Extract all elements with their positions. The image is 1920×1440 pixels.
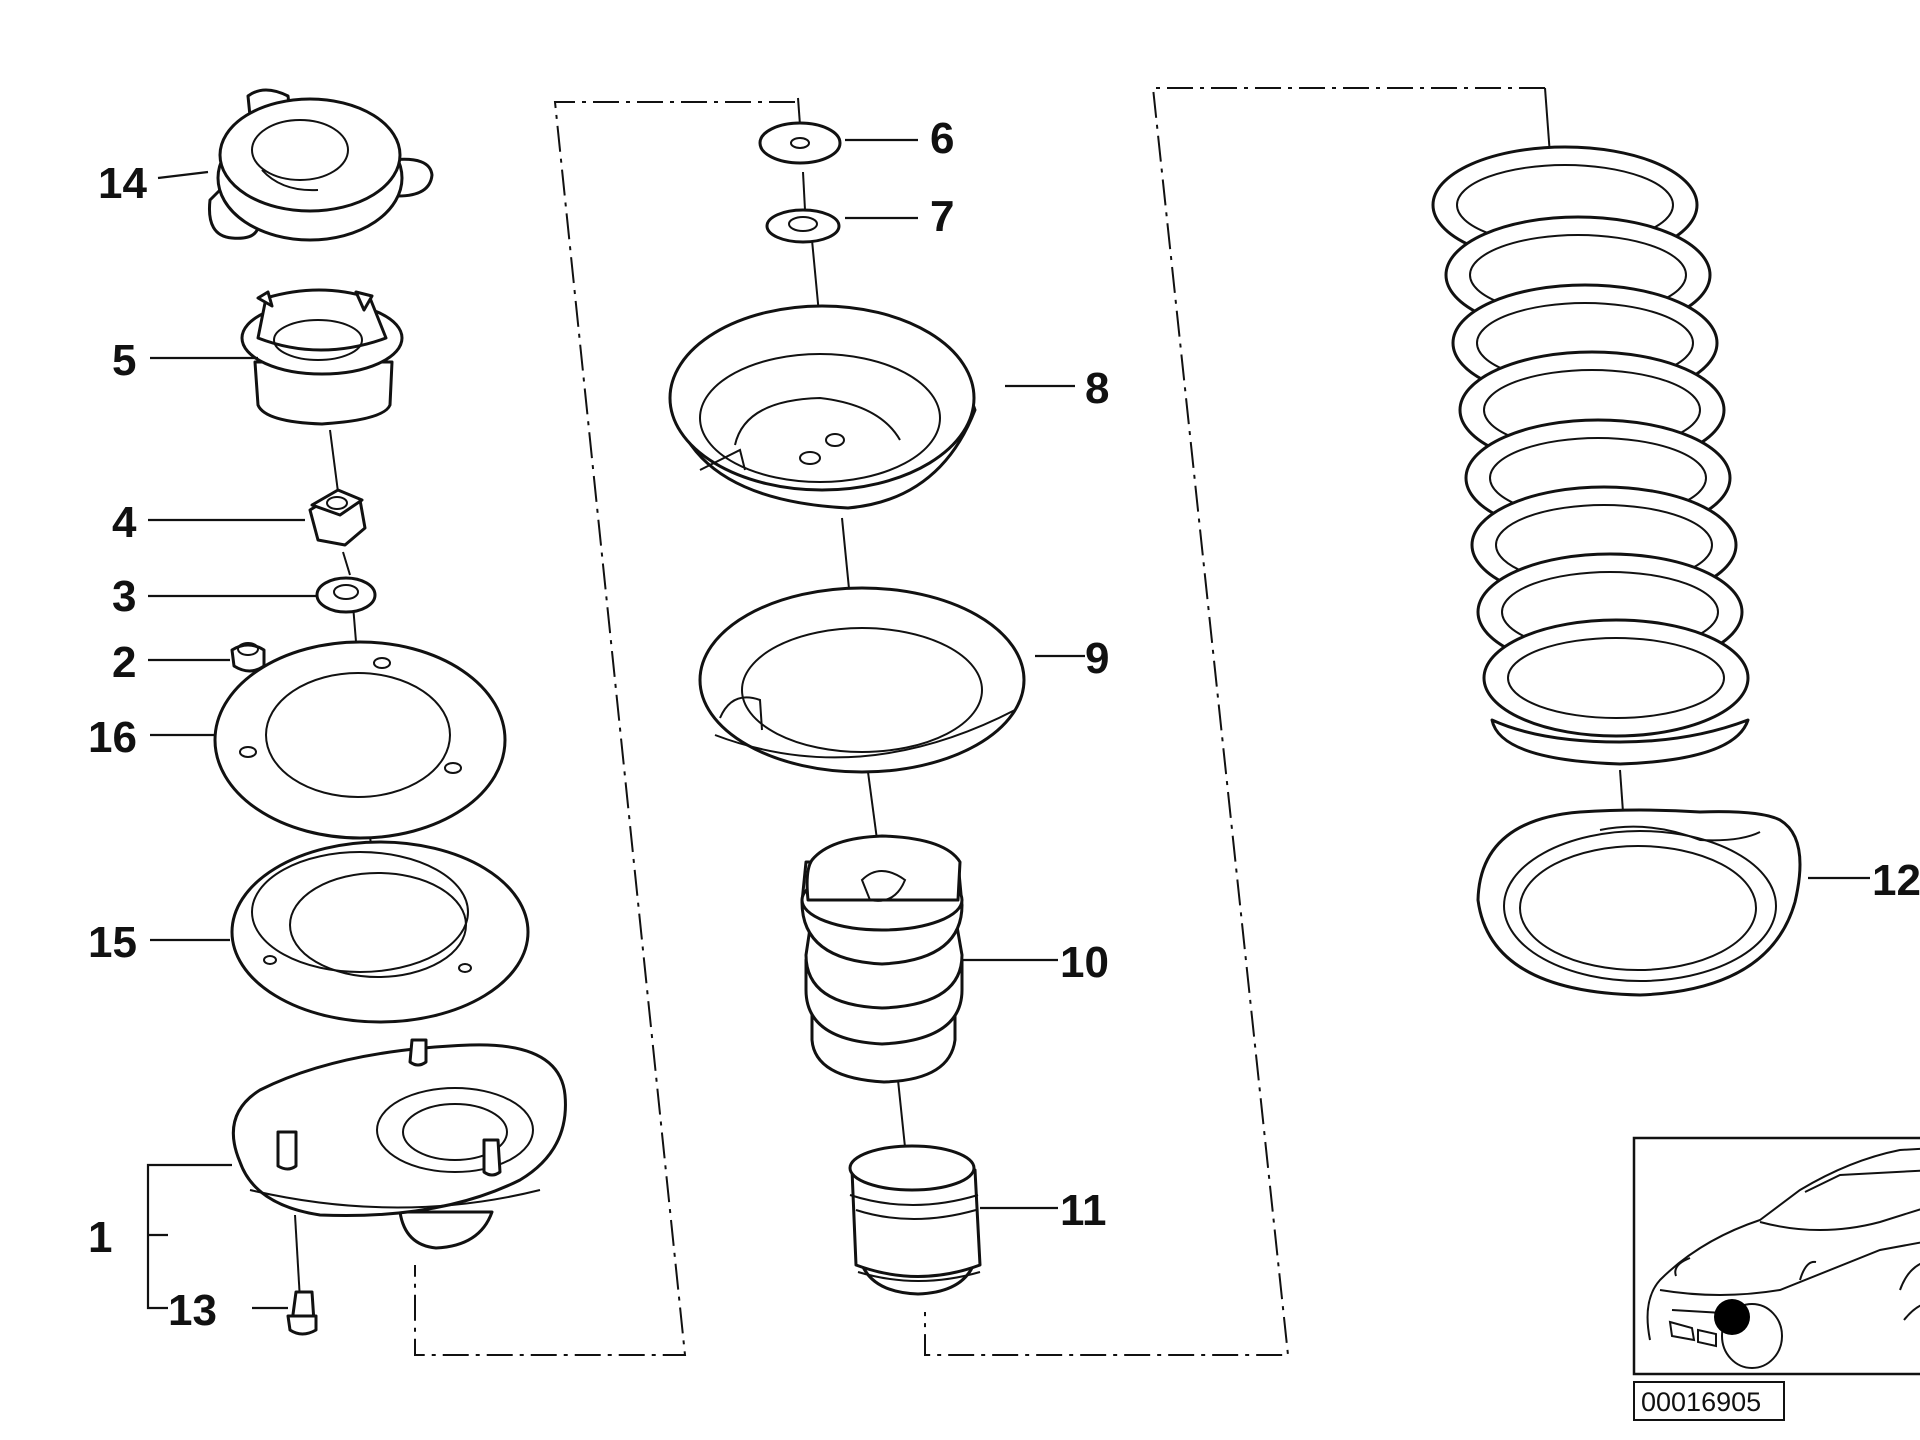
callout-labels: 14 5 4 3 2 16 15 1 13 6 7 8 9 10 11 12 — [88, 114, 1920, 1335]
part-16-gasket-plate[interactable] — [213, 640, 507, 840]
part-8-upper-spring-seat[interactable] — [668, 304, 977, 510]
part-1-strut-mount[interactable] — [231, 1038, 567, 1250]
callout-3: 3 — [112, 572, 136, 621]
callout-15: 15 — [88, 918, 137, 967]
part-5-bearing-cup[interactable] — [240, 288, 404, 426]
assembly-guide-lines — [414, 87, 1545, 1356]
callout-13: 13 — [168, 1286, 217, 1335]
callout-11: 11 — [1060, 1186, 1107, 1235]
reference-code: 00016905 — [1641, 1387, 1761, 1417]
part-15-bearing-ring[interactable] — [230, 840, 530, 1024]
callout-1: 1 — [88, 1213, 112, 1262]
car-outline — [1646, 1147, 1920, 1369]
callout-9: 9 — [1085, 634, 1109, 683]
callout-6: 6 — [930, 114, 954, 163]
callout-14: 14 — [98, 159, 147, 208]
callout-4: 4 — [112, 498, 137, 547]
part-12-lower-spring-pad[interactable] — [1476, 808, 1802, 997]
callout-8: 8 — [1085, 364, 1109, 413]
callout-16: 16 — [88, 713, 137, 762]
part-7-washer[interactable] — [765, 208, 841, 244]
part-2-small-nut[interactable] — [230, 642, 266, 673]
part-3-washer[interactable] — [315, 576, 377, 614]
part-4-nut[interactable] — [308, 488, 367, 547]
callout-5: 5 — [112, 336, 136, 385]
coil-spring — [1431, 145, 1750, 766]
leader-lines — [146, 138, 1870, 1310]
location-marker-icon — [1714, 1299, 1750, 1335]
part-10-bump-stop[interactable] — [800, 834, 964, 1084]
callout-7: 7 — [930, 192, 954, 241]
part-14-cap[interactable] — [207, 88, 434, 242]
callout-2: 2 — [112, 638, 136, 687]
callout-10: 10 — [1060, 938, 1109, 987]
callout-12: 12 — [1872, 856, 1920, 905]
part-9-spring-pad[interactable] — [698, 586, 1026, 774]
part-6-washer[interactable] — [758, 121, 842, 165]
locator-inset: 00016905 — [1632, 1136, 1920, 1421]
part-13-stud[interactable] — [286, 1290, 318, 1336]
part-11-protective-tube[interactable] — [848, 1144, 982, 1296]
